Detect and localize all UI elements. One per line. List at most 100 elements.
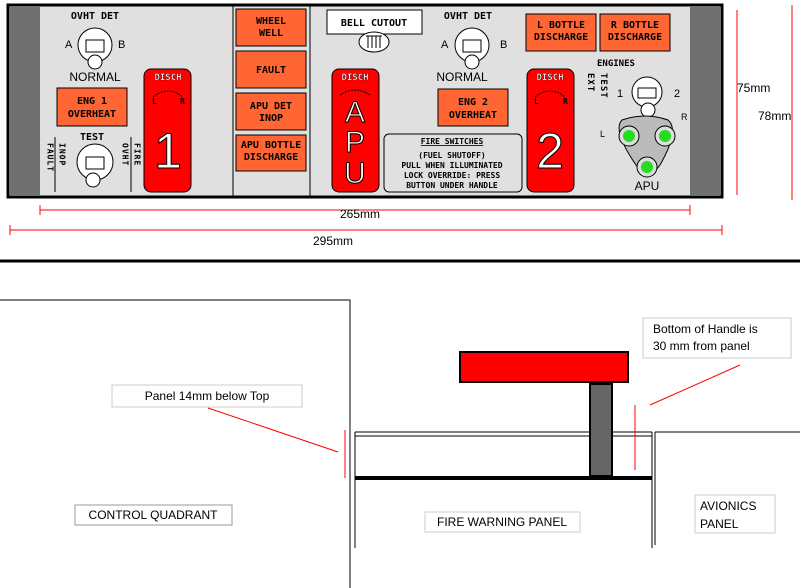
label-text: BUTTON UNDER HANDLE bbox=[406, 181, 498, 190]
eng2-overheat-light: ENG 2 OVERHEAT bbox=[437, 88, 509, 127]
label-text: OVHT bbox=[121, 143, 130, 166]
label-text: 2 bbox=[536, 123, 564, 179]
dimension-outer-height: 78mm bbox=[758, 109, 791, 123]
fire-handle-side bbox=[459, 351, 629, 383]
label-text: WELL bbox=[259, 28, 283, 39]
label-text: 30 mm from panel bbox=[653, 339, 750, 353]
label-text: (FUEL SHUTOFF) bbox=[418, 151, 485, 160]
label-text: FIRE WARNING PANEL bbox=[437, 515, 567, 529]
shape bbox=[74, 504, 233, 526]
label-text: TEST bbox=[80, 132, 104, 143]
label-text: Bottom of Handle is bbox=[653, 322, 758, 336]
label-text: WHEEL bbox=[256, 16, 286, 27]
shape bbox=[437, 88, 509, 127]
avionics-panel-label: AVIONICS PANEL bbox=[694, 494, 776, 534]
right-mounting-strip bbox=[690, 7, 720, 195]
label-text: 1 bbox=[154, 123, 182, 179]
control-quadrant-outline bbox=[0, 299, 351, 588]
label-text: Panel 14mm below Top bbox=[145, 389, 270, 403]
fire-switches-placard: FIRE SWITCHES (FUEL SHUTOFF) PULL WHEN I… bbox=[383, 133, 523, 193]
label-text: APU bbox=[635, 179, 660, 193]
fire-test-switch[interactable]: TEST FAULT INOP OVHT FIRE bbox=[46, 132, 142, 192]
control-quadrant-label: CONTROL QUADRANT bbox=[74, 504, 233, 526]
shape bbox=[526, 68, 575, 193]
fire-handle-stem bbox=[589, 383, 613, 477]
label-text: DISCH bbox=[341, 73, 368, 83]
label-text: NORMAL bbox=[69, 70, 121, 84]
test-light-apu bbox=[636, 156, 658, 178]
label-text: 2 bbox=[674, 88, 680, 100]
shape bbox=[525, 13, 597, 52]
shape bbox=[85, 39, 105, 53]
shape bbox=[424, 511, 581, 533]
label-text: DISCHARGE bbox=[608, 32, 662, 43]
label-text: BELL CUTOUT bbox=[341, 18, 407, 29]
label-text: FIRE bbox=[133, 143, 142, 166]
label-text: EXT bbox=[585, 73, 595, 92]
label-text: APU DET bbox=[250, 101, 292, 112]
apu-fire-handle[interactable]: DISCH A P U bbox=[331, 68, 380, 193]
toggle-lever-icon bbox=[640, 102, 656, 118]
bell-cutout-button[interactable]: BELL CUTOUT bbox=[326, 9, 423, 53]
shape bbox=[56, 87, 128, 127]
dimension-lines bbox=[9, 5, 793, 235]
shape bbox=[534, 90, 566, 98]
label-text: DISCH bbox=[154, 73, 181, 83]
label-text: PANEL bbox=[700, 517, 739, 531]
label-text: A bbox=[345, 96, 365, 129]
l-bottle-discharge-light: L BOTTLE DISCHARGE bbox=[525, 13, 597, 52]
toggle-lever-icon bbox=[464, 54, 480, 70]
label-text: OVERHEAT bbox=[68, 109, 116, 120]
shape bbox=[235, 8, 307, 47]
shape bbox=[631, 76, 663, 108]
shape bbox=[366, 35, 382, 48]
shape bbox=[358, 31, 390, 53]
label-text: LOCK OVERRIDE: PRESS bbox=[404, 171, 501, 180]
shape bbox=[462, 39, 482, 53]
shape bbox=[383, 133, 523, 193]
label-text: PULL WHEN ILLUMINATED bbox=[401, 161, 502, 170]
label-text: ENG 2 bbox=[458, 97, 488, 108]
shape bbox=[235, 50, 307, 89]
fire-warning-panel-label: FIRE WARNING PANEL bbox=[424, 511, 581, 533]
label-text: B bbox=[500, 39, 507, 51]
panel-depth-note: Panel 14mm below Top bbox=[111, 384, 303, 408]
label-text: L BOTTLE bbox=[537, 20, 585, 31]
toggle-lever-icon bbox=[87, 54, 103, 70]
label-text: L bbox=[534, 97, 539, 106]
label-text: AVIONICS bbox=[700, 499, 756, 513]
label-text: ENGINES bbox=[597, 59, 635, 69]
shape bbox=[599, 13, 671, 52]
label-text: TEST bbox=[598, 73, 608, 99]
engine1-fire-handle[interactable]: DISCH L R 1 bbox=[143, 68, 192, 193]
label-text: A bbox=[65, 39, 73, 51]
annunciator-wheel-well: WHEEL WELL bbox=[235, 8, 307, 47]
eng1-overheat-light: ENG 1 OVERHEAT bbox=[56, 87, 128, 127]
label-text: APU BOTTLE bbox=[241, 140, 301, 151]
side-view bbox=[0, 299, 800, 588]
engine2-fire-handle[interactable]: DISCH L R 2 bbox=[526, 68, 575, 193]
label-text: 1 bbox=[617, 88, 623, 100]
shape bbox=[111, 384, 303, 408]
shape bbox=[659, 130, 671, 142]
label-text: INOP bbox=[259, 113, 283, 124]
shape bbox=[694, 494, 776, 534]
label-text: R bbox=[563, 97, 568, 106]
ovht-det-switch-right[interactable]: OVHT DET A B NORMAL bbox=[436, 11, 507, 84]
label-text: P bbox=[345, 126, 365, 159]
ovht-det-switch-left[interactable]: OVHT DET A B NORMAL bbox=[65, 11, 125, 84]
label-text: FAULT bbox=[46, 143, 55, 172]
ext-test-switch[interactable]: ENGINES EXT TEST 1 2 R L APU bbox=[585, 59, 688, 193]
dimension-outer-width: 295mm bbox=[313, 234, 353, 248]
annunciator-apu-bottle-discharge: APU BOTTLE DISCHARGE bbox=[235, 134, 307, 172]
shape bbox=[143, 68, 192, 193]
shape bbox=[637, 87, 657, 99]
label-text: U bbox=[344, 157, 366, 190]
label-text: R bbox=[681, 112, 688, 122]
test-light-l bbox=[618, 125, 640, 147]
label-text: R bbox=[180, 97, 185, 106]
label-text: OVHT DET bbox=[71, 11, 119, 22]
shape bbox=[235, 134, 307, 172]
